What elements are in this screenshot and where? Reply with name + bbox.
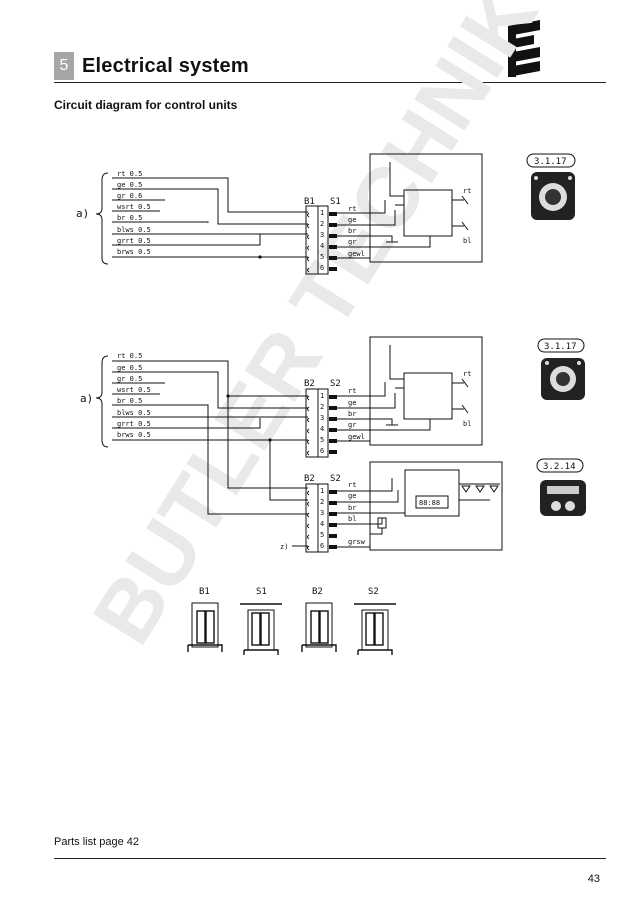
pin-number: 6	[320, 264, 324, 272]
pin-number: 1	[320, 392, 324, 400]
signal-label: bl	[348, 515, 356, 523]
footer-rule	[54, 858, 606, 859]
ref-badge: 3.2.14	[543, 462, 576, 472]
wire-label: grrt 0.5	[117, 420, 151, 428]
wire-label: blws 0.5	[117, 409, 151, 417]
pin-number: 6	[320, 447, 324, 455]
wire-label: wsrt 0.5	[117, 203, 151, 211]
z-label: z)	[280, 543, 288, 551]
pin-number: 1	[320, 487, 324, 495]
wire-label: brws 0.5	[117, 431, 151, 439]
diagram-2: a) rt 0.5 ge 0.5 gr 0.5 wsrt 0.5 br 0.5 …	[80, 336, 585, 515]
signal-label: rt	[348, 387, 356, 395]
connector-s1: S1	[330, 197, 341, 207]
pin-number: 5	[320, 436, 324, 444]
wire-label: br 0.5	[117, 397, 142, 405]
plug-label: S2	[368, 587, 379, 597]
diagram-2-label: a)	[80, 392, 93, 405]
pin-number: 5	[320, 531, 324, 539]
section-title: Electrical system	[82, 54, 249, 77]
watermark-text: BUTLER TECHNIK	[75, 0, 556, 660]
pin-number: 3	[320, 414, 324, 422]
signal-label: ge	[348, 492, 356, 500]
brand-logo	[508, 20, 540, 77]
unit-label: rt	[463, 187, 471, 195]
section-header: 5 Electrical system	[54, 52, 249, 80]
plug-s1: S1	[240, 587, 282, 655]
wire-label: wsrt 0.5	[117, 386, 151, 394]
signal-label: ge	[348, 216, 356, 224]
wire-label: gr 0.6	[117, 192, 142, 200]
pin-number: 1	[320, 209, 324, 217]
signal-label: ge	[348, 399, 356, 407]
unit-label: rt	[463, 370, 471, 378]
diagram-1-label: a)	[76, 207, 89, 220]
pin-number: 4	[320, 520, 324, 528]
page-subtitle: Circuit diagram for control units	[54, 98, 238, 112]
signal-label: rt	[348, 205, 356, 213]
plug-label: B2	[312, 587, 323, 597]
signal-label: br	[348, 410, 356, 418]
unit-label: bl	[463, 420, 471, 428]
parts-list-reference: Parts list page 42	[54, 836, 139, 848]
plug-s2: S2	[354, 587, 396, 655]
wire-label: gr 0.5	[117, 375, 142, 383]
connector-s2: S2	[330, 379, 341, 389]
section-number: 5	[54, 52, 74, 80]
pin-number: 4	[320, 242, 324, 250]
pin-number: 3	[320, 509, 324, 517]
connector-b2: B2	[304, 474, 315, 484]
diagram-3: B2 S2 1 2 3 4 5 6 rt ge br bl grsw z)	[280, 458, 586, 553]
header-rule	[54, 82, 606, 83]
wire-label: brws 0.5	[117, 248, 151, 256]
wire-label: rt 0.5	[117, 352, 142, 360]
signal-label: gewl	[348, 433, 365, 441]
ref-badge: 3.1.17	[534, 157, 567, 167]
plug-views: B1 S1 B2 S2	[187, 587, 396, 655]
pin-number: 5	[320, 253, 324, 261]
page-number: 43	[587, 873, 600, 885]
wire-label: ge 0.5	[117, 364, 142, 372]
signal-label: br	[348, 504, 356, 512]
signal-label: gr	[348, 238, 356, 246]
diagram-1-wire-labels: rt 0.5 ge 0.5 gr 0.6 wsrt 0.5 br 0.5 blw…	[117, 170, 151, 256]
signal-label: grsw	[348, 538, 366, 546]
connector-b1: B1	[304, 197, 315, 207]
pin-number: 2	[320, 498, 324, 506]
connector-b2: B2	[304, 379, 315, 389]
pin-number: 2	[320, 403, 324, 411]
plug-b2: B2	[301, 587, 337, 652]
plug-label: S1	[256, 587, 267, 597]
connector-s2: S2	[330, 474, 341, 484]
unit-label: bl	[463, 237, 471, 245]
plug-b1: B1	[187, 587, 223, 652]
ref-badge: 3.1.17	[544, 342, 577, 352]
signal-label: gewl	[348, 250, 365, 258]
pin-number: 2	[320, 220, 324, 228]
wire-label: grrt 0.5	[117, 237, 151, 245]
pin-number: 4	[320, 425, 324, 433]
signal-label: rt	[348, 481, 356, 489]
pin-number: 3	[320, 231, 324, 239]
plug-label: B1	[199, 587, 210, 597]
wire-label: blws 0.5	[117, 226, 151, 234]
display-readout: 88:88	[419, 499, 440, 507]
wire-label: rt 0.5	[117, 170, 142, 178]
diagram-1: a) rt 0.5 ge 0.5 gr 0.6 wsrt 0.5 br 0.5 …	[76, 153, 576, 275]
wire-label: br 0.5	[117, 214, 142, 222]
signal-label: gr	[348, 421, 356, 429]
pin-number: 6	[320, 542, 324, 550]
wire-label: ge 0.5	[117, 181, 142, 189]
signal-label: br	[348, 227, 356, 235]
